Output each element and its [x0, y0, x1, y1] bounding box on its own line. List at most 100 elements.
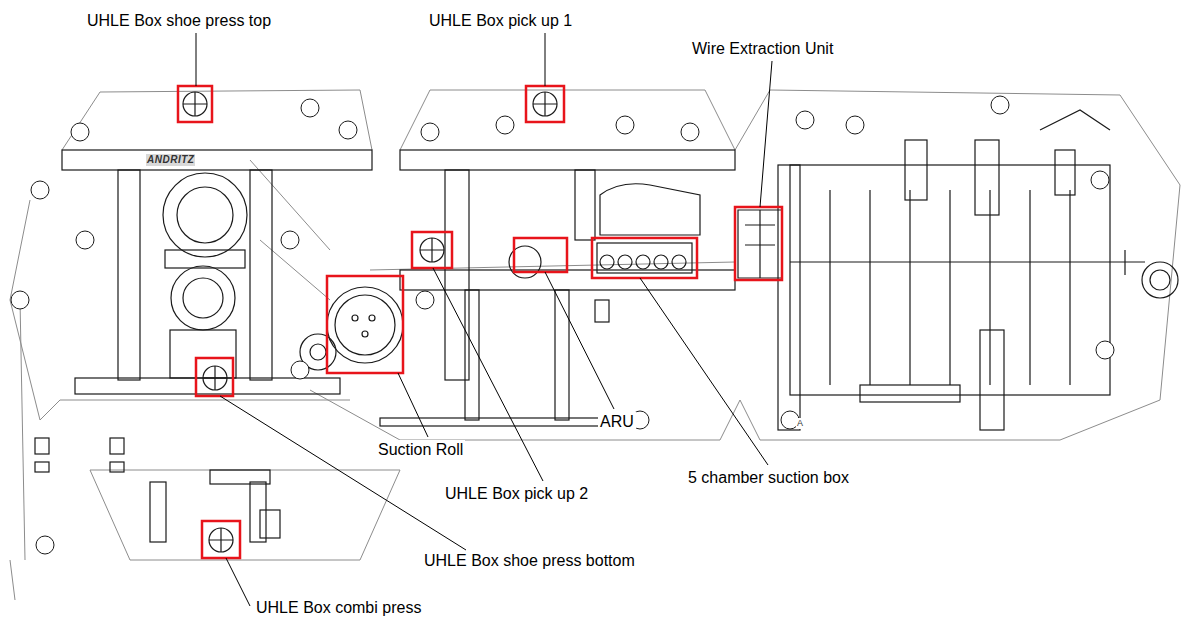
highlight-frames-part	[178, 86, 212, 122]
callout-label: UHLE Box shoe press top	[85, 11, 273, 30]
guide-rolls-part	[71, 123, 89, 141]
guide-rolls-part	[301, 99, 319, 117]
pickup-section-part	[362, 331, 368, 337]
highlight-frames-part	[514, 238, 567, 272]
highlight-frames-part	[196, 358, 233, 396]
former-section-part	[905, 140, 927, 200]
press-frame-part	[183, 278, 223, 318]
callout-label: UHLE Box pick up 1	[427, 11, 574, 30]
felt-runs-part	[10, 200, 350, 420]
press-frame-part	[35, 462, 49, 472]
section-mark: A	[796, 418, 804, 429]
felt-runs-part	[400, 90, 735, 150]
guide-rolls-part	[681, 123, 699, 141]
callout-label: UHLE Box combi press	[254, 598, 423, 617]
press-frame-part	[110, 438, 124, 454]
pickup-section-part	[636, 255, 650, 269]
press-frame-part	[170, 330, 236, 378]
highlight-frames-part	[592, 238, 697, 278]
pickup-section-part	[618, 255, 632, 269]
pickup-section-part	[310, 344, 326, 360]
former-section-part	[1142, 262, 1178, 298]
press-frame-part	[118, 170, 140, 380]
guide-rolls-part	[31, 181, 49, 199]
uhle-box-symbols-part	[209, 528, 233, 552]
pickup-section-part	[555, 290, 569, 420]
guide-rolls-part	[1091, 171, 1109, 189]
pickup-section-part	[465, 290, 479, 420]
leader-lines-part	[398, 373, 428, 437]
uhle-box-symbols-part	[209, 528, 233, 552]
felt-runs-part	[250, 160, 330, 300]
highlight-frames-part	[735, 207, 782, 280]
guide-rolls-part	[291, 361, 309, 379]
uhle-box-symbols	[183, 92, 557, 552]
guide-rolls-part	[616, 116, 634, 134]
pickup-section-part	[672, 255, 686, 269]
former-section-part	[1040, 110, 1110, 130]
former-section-part	[830, 190, 1070, 385]
leader-lines-part	[760, 61, 772, 207]
uhle-box-symbols-part	[420, 238, 444, 262]
guide-rolls-part	[796, 111, 814, 129]
leader-lines-part	[640, 278, 768, 465]
former-section-part	[980, 330, 1004, 430]
press-frame-part	[165, 250, 245, 268]
former-section-part	[1110, 250, 1145, 275]
former-section-part	[738, 210, 782, 278]
press-frame-part	[260, 510, 280, 538]
guide-rolls-part	[339, 121, 357, 139]
leader-lines-part	[220, 396, 466, 550]
felt-runs-part	[90, 470, 400, 560]
press-frame-part	[210, 470, 270, 484]
felt-runs-part	[62, 90, 372, 150]
pickup-section-part	[352, 315, 358, 321]
former-section-part	[1055, 150, 1075, 195]
felt-runs-part	[310, 390, 740, 440]
press-frame-part	[163, 173, 247, 257]
guide-rolls-part	[991, 96, 1009, 114]
guide-rolls-part	[1096, 341, 1114, 359]
press-frame-part	[110, 462, 124, 472]
press-frame-part	[250, 482, 266, 542]
pickup-section-part	[600, 255, 614, 269]
leader-lines-part	[545, 33, 546, 86]
guide-rolls-part	[11, 291, 29, 309]
guide-rolls-part	[36, 536, 54, 554]
guide-rolls-part	[416, 291, 434, 309]
callout-label: UHLE Box pick up 2	[443, 484, 590, 503]
press-frame	[35, 150, 372, 542]
callout-label: Suction Roll	[376, 440, 465, 459]
former-section-part	[975, 140, 999, 215]
former-section-part	[1150, 270, 1170, 290]
pickup-section-part	[597, 243, 692, 273]
press-frame-part	[177, 187, 233, 243]
press-frame-part	[35, 438, 49, 454]
uhle-box-symbols-part	[533, 92, 557, 116]
pickup-section-part	[335, 295, 395, 355]
pickup-section-part	[654, 255, 668, 269]
press-frame-part	[171, 266, 235, 330]
leader-lines	[196, 33, 772, 606]
press-frame-part	[150, 482, 166, 542]
uhle-box-symbols-part	[183, 92, 207, 116]
pickup-section-part	[369, 315, 375, 321]
guide-rolls-part	[76, 231, 94, 249]
press-frame-part	[250, 170, 272, 380]
pickup-section-part	[575, 170, 595, 240]
leader-lines-part	[196, 33, 197, 86]
guide-rolls	[11, 96, 1114, 554]
highlight-frames-part	[327, 276, 403, 373]
callout-label: ARU	[598, 412, 636, 431]
felt-runs-part	[10, 300, 25, 600]
former-section-part	[860, 385, 960, 402]
former-section-part	[790, 165, 1110, 395]
callout-label: Wire Extraction Unit	[690, 39, 835, 58]
former-section-part	[790, 261, 1110, 262]
highlight-frames-part	[412, 232, 452, 268]
pickup-section	[300, 150, 735, 426]
pickup-section-part	[400, 150, 735, 170]
pickup-section-part	[380, 418, 600, 426]
press-frame-part	[62, 150, 372, 170]
